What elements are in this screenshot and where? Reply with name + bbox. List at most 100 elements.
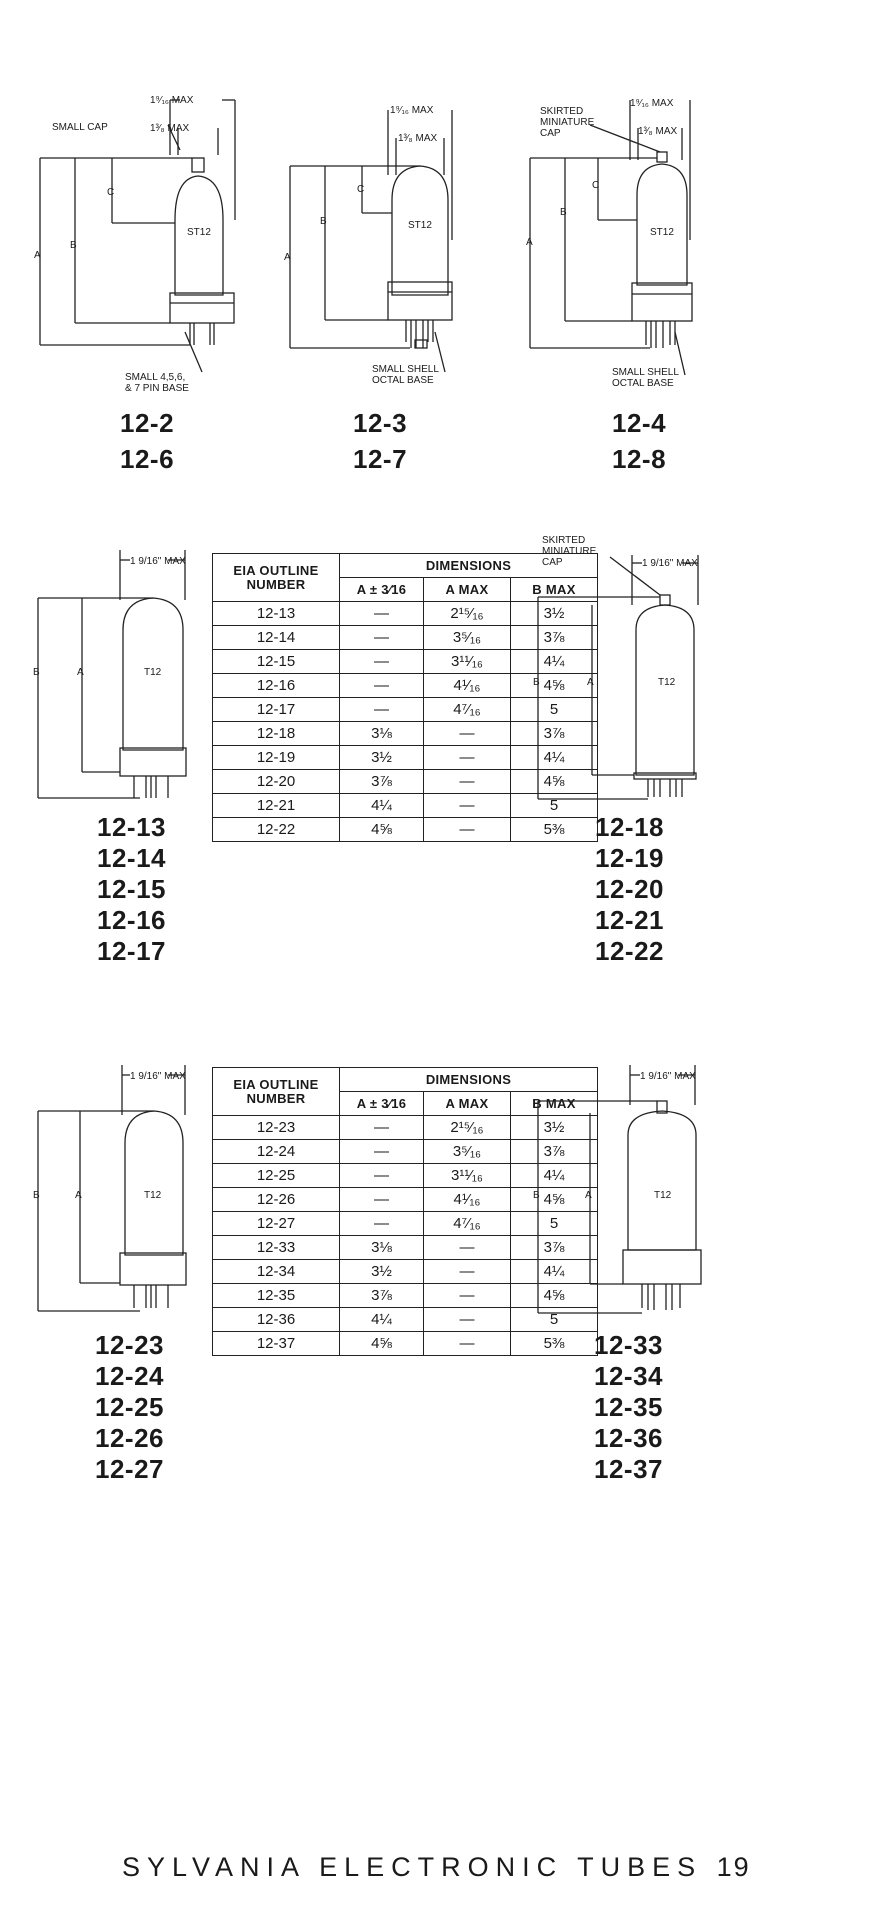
dim-letter-b: B xyxy=(533,1190,540,1201)
dimension-cell: — xyxy=(339,1187,424,1212)
dimension-cell: 5 xyxy=(510,793,598,818)
tube-outline-12-2: SMALL CAP 1⁹⁄₁₆ MAX 1³⁄₈ MAX A B C ST12 … xyxy=(34,95,236,394)
dim-letter-c: C xyxy=(592,180,599,191)
page-footer: SYLVANIA ELECTRONIC TUBES 19 xyxy=(122,1852,751,1883)
tube-number: 12-6 xyxy=(120,444,175,474)
dim-max-label: 1³⁄₈ MAX xyxy=(398,133,437,144)
dim-letter-a: A xyxy=(77,667,84,678)
tube-numbers-12-3: 12-3 12-7 xyxy=(353,405,407,477)
tube-numbers-12-23: 12-23 12-24 12-25 12-26 12-27 xyxy=(95,1330,164,1485)
tube-number: 12-37 xyxy=(594,1454,663,1484)
dimension-cell: 3⅞ xyxy=(510,1235,598,1260)
bulb-type-label: T12 xyxy=(658,677,676,688)
eia-number-cell: 12-35 xyxy=(212,1283,340,1308)
dim-max-label: 1 9/16" MAX xyxy=(642,558,698,569)
cap-label-line3: CAP xyxy=(540,128,561,139)
dimension-cell: 4⁷⁄₁₆ xyxy=(423,697,511,722)
eia-number-cell: 12-34 xyxy=(212,1259,340,1284)
tube-number: 12-16 xyxy=(97,905,166,935)
eia-number-cell: 12-25 xyxy=(212,1163,340,1188)
dim-max-label: 1 9/16" MAX xyxy=(130,556,186,567)
eia-number-cell: 12-27 xyxy=(212,1211,340,1236)
dimension-cell: — xyxy=(339,1139,424,1164)
dimension-cell: 3⅞ xyxy=(510,1139,598,1164)
tube-number: 12-20 xyxy=(595,874,664,904)
eia-number-cell: 12-15 xyxy=(212,649,340,674)
dim-letter-b: B xyxy=(70,240,77,251)
dimensions-header: DIMENSIONS xyxy=(339,553,598,578)
eia-number-cell: 12-16 xyxy=(212,673,340,698)
dimension-cell: 3½ xyxy=(510,601,598,626)
col-header: B MAX xyxy=(510,577,598,602)
tube-number: 12-34 xyxy=(594,1361,663,1391)
cap-label-line2: MINIATURE xyxy=(542,546,597,557)
dimension-cell: — xyxy=(423,1307,511,1332)
eia-number-cell: 12-21 xyxy=(212,793,340,818)
eia-header: EIA OUTLINE NUMBER xyxy=(212,1067,340,1116)
eia-number-cell: 12-19 xyxy=(212,745,340,770)
dimension-cell: 5⅜ xyxy=(510,1331,598,1356)
dimension-cell: 3½ xyxy=(339,1259,424,1284)
tube-numbers-12-33: 12-33 12-34 12-35 12-36 12-37 xyxy=(594,1330,663,1485)
tube-number: 12-2 xyxy=(120,408,175,438)
eia-header: EIA OUTLINE NUMBER xyxy=(212,553,340,602)
dimensions-header: DIMENSIONS xyxy=(339,1067,598,1092)
tube-outline-12-33: 1 9/16" MAX B A T12 xyxy=(533,1065,702,1314)
cap-label-line1: SKIRTED xyxy=(542,535,585,546)
base-label-line1: SMALL SHELL xyxy=(372,364,439,375)
dim-letter-a: A xyxy=(526,237,533,248)
dim-letter-b: B xyxy=(320,216,327,227)
eia-number-cell: 12-23 xyxy=(212,1115,340,1140)
tube-numbers-12-2: 12-2 12-6 xyxy=(120,405,174,477)
dimension-cell: 3⅛ xyxy=(339,721,424,746)
base-label-line1: SMALL SHELL xyxy=(612,367,679,378)
dimension-cell: 3⁵⁄₁₆ xyxy=(423,625,511,650)
dimension-cell: — xyxy=(423,721,511,746)
footer-title: SYLVANIA ELECTRONIC TUBES xyxy=(122,1852,703,1882)
dimension-cell: — xyxy=(339,1211,424,1236)
base-label-line1: SMALL 4,5,6, xyxy=(125,372,185,383)
cap-label-line3: CAP xyxy=(542,557,563,568)
dimension-cell: 3⅞ xyxy=(339,769,424,794)
dimensions-table-12-23: EIA OUTLINE NUMBER DIMENSIONS A ± 3⁄16 A… xyxy=(212,1067,598,1356)
dimension-cell: 4⁷⁄₁₆ xyxy=(423,1211,511,1236)
base-label-line2: & 7 PIN BASE xyxy=(125,383,189,394)
bulb-type-label: ST12 xyxy=(408,220,432,231)
dim-max-label: 1⁹⁄₁₆ MAX xyxy=(390,105,434,116)
dimension-cell: 4¼ xyxy=(510,649,598,674)
col-header: B MAX xyxy=(510,1091,598,1116)
dimension-cell: — xyxy=(339,673,424,698)
dimension-cell: — xyxy=(423,745,511,770)
tube-outline-12-4: SKIRTED MINIATURE CAP 1⁹⁄₁₆ MAX 1³⁄₈ MAX… xyxy=(526,98,693,389)
dim-max-label: 1³⁄₈ MAX xyxy=(150,123,189,134)
dimension-cell: — xyxy=(423,1283,511,1308)
dimension-cell: 5 xyxy=(510,1211,598,1236)
bulb-type-label: ST12 xyxy=(187,227,211,238)
dim-max-label: 1⁹⁄₁₆ MAX xyxy=(630,98,674,109)
tube-number: 12-25 xyxy=(95,1392,164,1422)
dimension-cell: 3½ xyxy=(339,745,424,770)
dimension-cell: 3¹¹⁄₁₆ xyxy=(423,649,511,674)
dim-letter-b: B xyxy=(533,677,540,688)
bulb-type-label: T12 xyxy=(654,1190,672,1201)
dimension-cell: 4¼ xyxy=(510,1163,598,1188)
tube-number: 12-3 xyxy=(353,408,408,438)
dimension-cell: 5 xyxy=(510,697,598,722)
dim-letter-a: A xyxy=(585,1190,592,1201)
dim-letter-b: B xyxy=(560,207,567,218)
tube-outline-12-23: 1 9/16" MAX B A T12 xyxy=(33,1065,187,1312)
tube-number: 12-36 xyxy=(594,1423,663,1453)
tube-number: 12-18 xyxy=(595,812,664,842)
dimension-cell: — xyxy=(339,1163,424,1188)
dimension-cell: 5⅜ xyxy=(510,817,598,842)
tube-number: 12-15 xyxy=(97,874,166,904)
col-header: A MAX xyxy=(423,577,511,602)
